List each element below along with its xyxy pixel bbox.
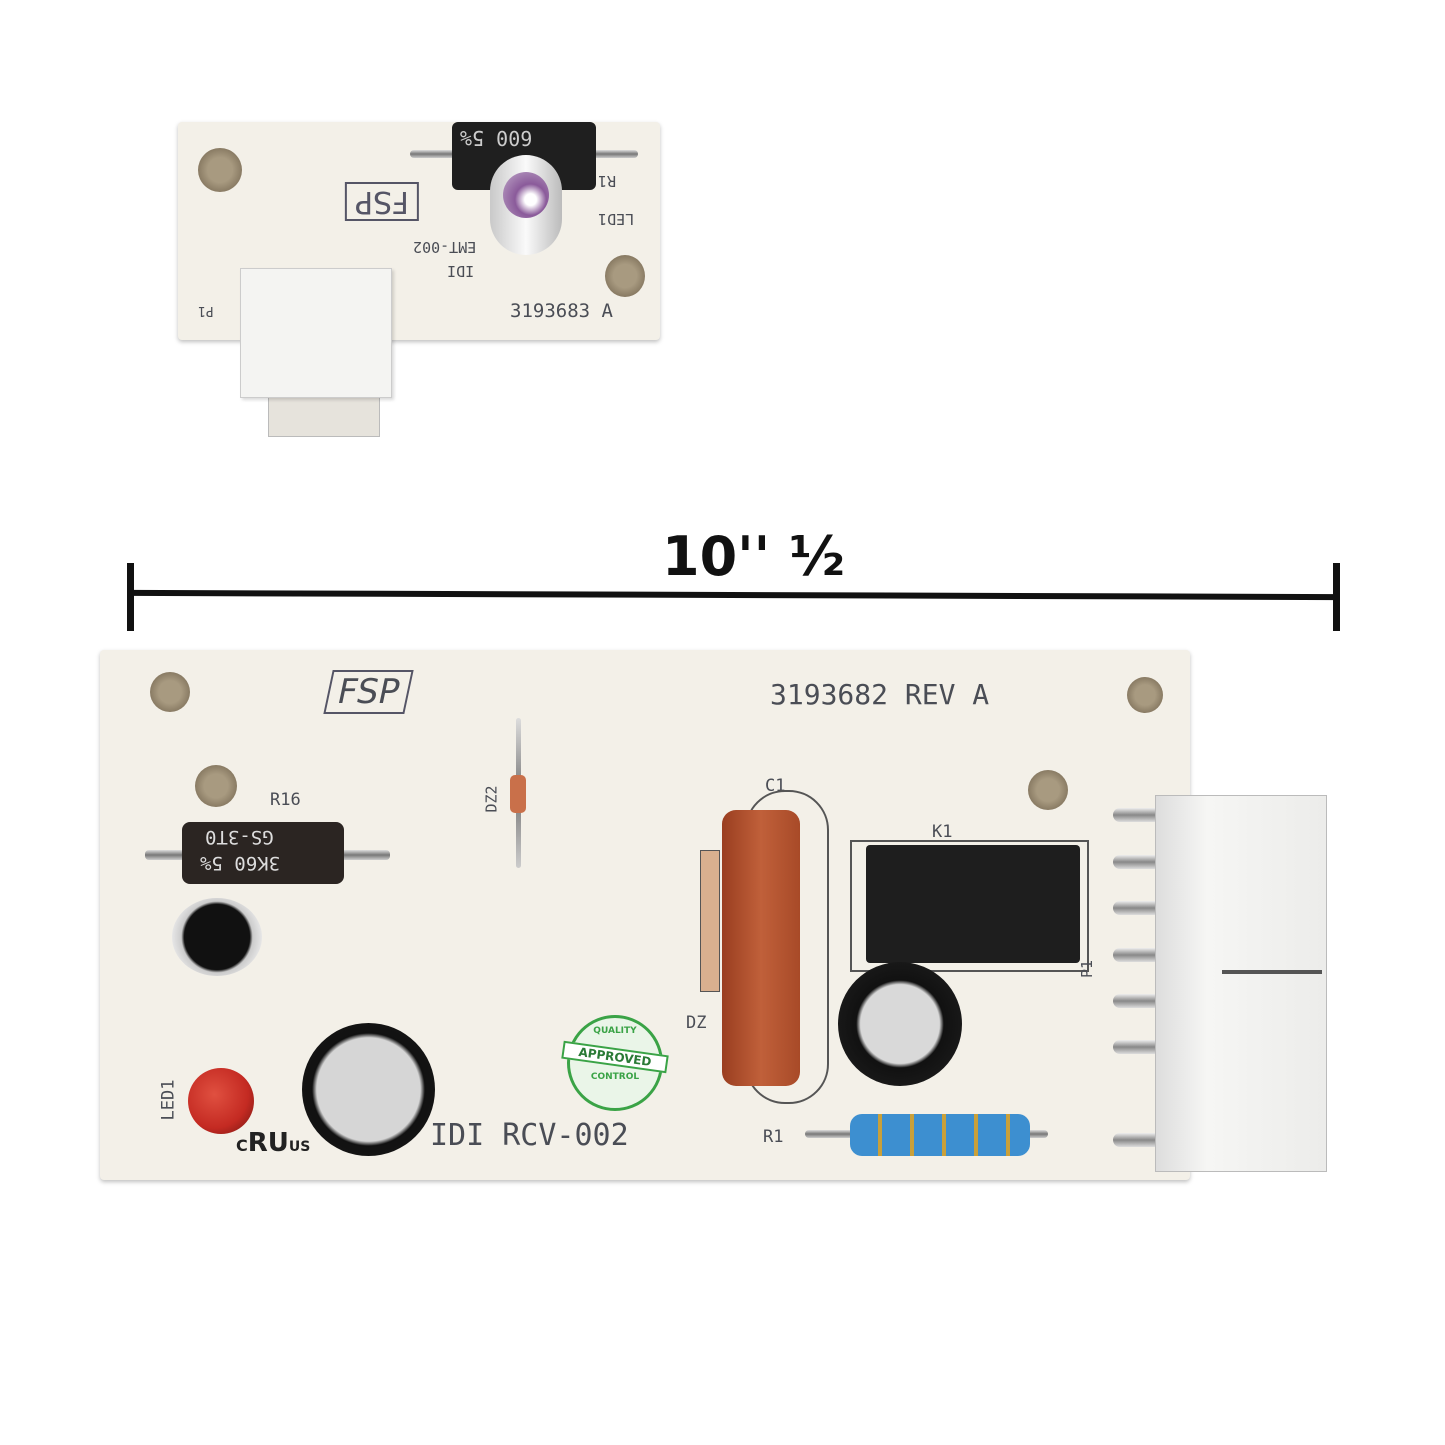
large-pcb: FSP 3193682 REV A R16 GS-3T0 3K60 5% DZ2… bbox=[0, 640, 1445, 1200]
badge-middle: APPROVED bbox=[561, 1040, 669, 1074]
diode-dz2 bbox=[510, 775, 526, 813]
maker-text: IDI bbox=[447, 262, 475, 280]
led1 bbox=[188, 1068, 254, 1134]
resistor-r16 bbox=[182, 822, 344, 884]
mounting-hole bbox=[150, 672, 190, 712]
label-r1: R1 bbox=[763, 1127, 784, 1147]
ul-certification-mark: CRUUS bbox=[236, 1128, 310, 1158]
mounting-hole bbox=[1127, 677, 1163, 713]
ul-ru: RU bbox=[247, 1128, 289, 1158]
connector-p1 bbox=[1155, 795, 1327, 1172]
part-number: 3193682 REV A bbox=[770, 678, 990, 711]
electrolytic-capacitor-large bbox=[302, 1023, 435, 1156]
part-number: 3193683 A bbox=[510, 300, 613, 322]
connector-divider bbox=[1222, 970, 1322, 974]
electrolytic-capacitor-small bbox=[838, 962, 962, 1086]
dimension-tick-left bbox=[127, 563, 134, 631]
mounting-hole bbox=[198, 148, 242, 192]
label-led1: LED1 bbox=[158, 1079, 179, 1121]
resistor-marking-2: 3K60 5% bbox=[200, 852, 281, 874]
label-p1: P1 bbox=[1078, 959, 1097, 979]
label-p1: P1 bbox=[198, 303, 214, 318]
label-k1: K1 bbox=[932, 822, 953, 842]
connector-pin bbox=[1113, 808, 1161, 822]
connector-p1 bbox=[240, 268, 392, 398]
connector-pin bbox=[1113, 994, 1161, 1008]
model-text: EMT-002 bbox=[413, 238, 477, 256]
sensor-receiver bbox=[172, 898, 262, 976]
mounting-hole bbox=[1028, 770, 1068, 810]
ul-c: C bbox=[236, 1136, 248, 1155]
connector-pin bbox=[1113, 901, 1161, 915]
badge-top: QUALITY bbox=[593, 1026, 637, 1036]
fsp-logo: FSP bbox=[345, 182, 419, 221]
connector-pin bbox=[1113, 1040, 1161, 1054]
model-text: IDI RCV-002 bbox=[430, 1118, 629, 1153]
mounting-hole bbox=[605, 255, 645, 297]
mounting-hole bbox=[195, 765, 237, 807]
dimension-label: 10'' ½ bbox=[662, 525, 845, 588]
connector-pin bbox=[1113, 1133, 1161, 1147]
small-pcb: 600 5% FSP R1 LED1 EMT-002 IDI 3193683 A… bbox=[0, 0, 700, 450]
resistor-marking: 600 5% bbox=[460, 126, 533, 150]
label-dz2: DZ2 bbox=[482, 785, 501, 813]
connector-pin bbox=[1113, 855, 1161, 869]
diode-dz bbox=[700, 850, 720, 992]
label-led1: LED1 bbox=[598, 210, 635, 228]
badge-bottom: CONTROL bbox=[590, 1072, 640, 1082]
label-dz: DZ bbox=[686, 1013, 707, 1033]
ul-us: US bbox=[288, 1139, 311, 1155]
relay-body bbox=[866, 845, 1080, 963]
resistor-r1 bbox=[850, 1114, 1030, 1156]
dimension-tick-right bbox=[1333, 563, 1340, 631]
label-r1: R1 bbox=[598, 172, 617, 190]
led-lens bbox=[503, 172, 549, 218]
relay-k1 bbox=[850, 840, 1089, 972]
approved-badge: QUALITY APPROVED CONTROL bbox=[561, 1015, 669, 1111]
dimension-line bbox=[129, 589, 1339, 601]
capacitor-c1 bbox=[722, 810, 800, 1086]
resistor-marking-1: GS-3T0 bbox=[205, 826, 274, 848]
label-r16: R16 bbox=[270, 790, 301, 810]
fsp-logo: FSP bbox=[323, 670, 414, 714]
connector-pin bbox=[1113, 948, 1161, 962]
